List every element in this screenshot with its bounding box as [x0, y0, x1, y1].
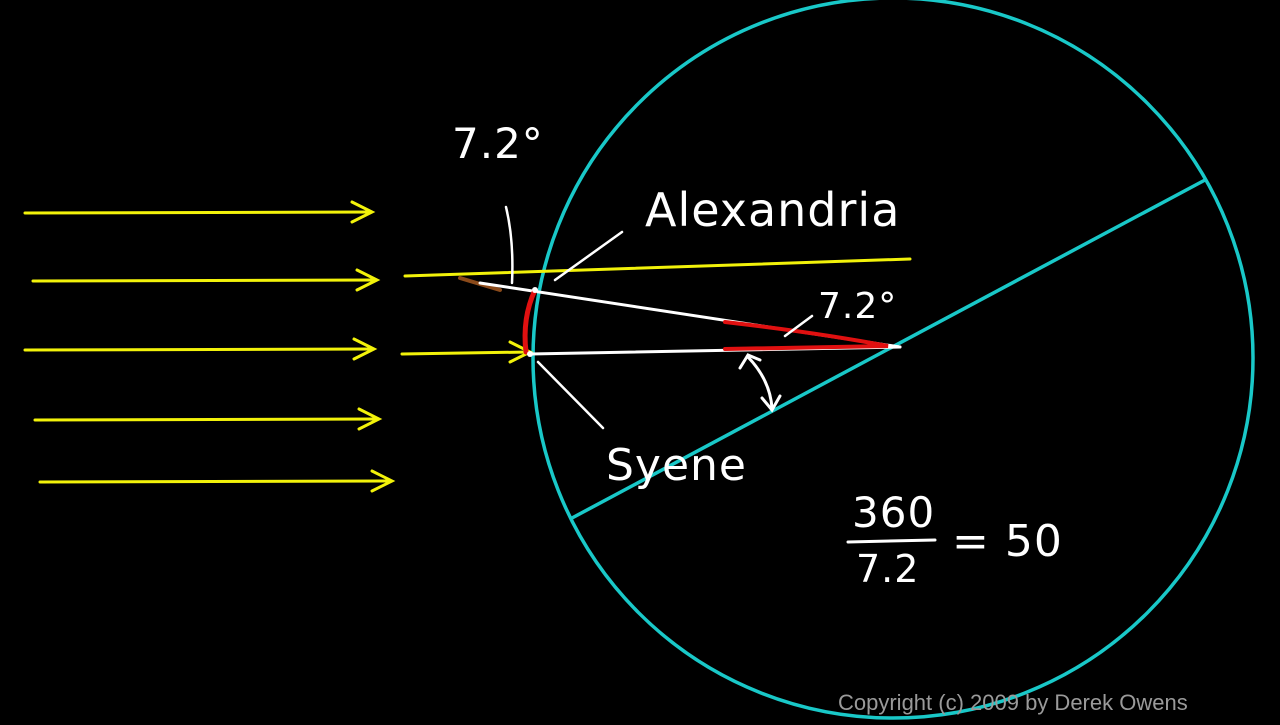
label-syene: Syene: [606, 440, 747, 491]
pointer-syene: [536, 360, 605, 430]
formula-numerator: 360: [852, 488, 935, 537]
label-angle-center: 7.2°: [818, 286, 897, 327]
copyright-notice: Copyright (c) 2009 by Derek Owens: [838, 690, 1188, 715]
pointer-angle-top: [504, 205, 514, 285]
earth-diameter-line: [571, 178, 1206, 520]
alexandria-point: [532, 287, 538, 293]
formula-result: = 50: [952, 516, 1063, 567]
formula-denominator: 7.2: [856, 547, 919, 591]
sun-ray-3: [23, 337, 378, 361]
sun-ray-syene: [400, 340, 534, 364]
arc-alexandria-syene: [522, 287, 538, 355]
label-alexandria: Alexandria: [645, 183, 900, 237]
formula-fraction-bar: [846, 538, 937, 544]
sun-ray-5: [38, 469, 396, 493]
center-angle-highlight: [723, 320, 889, 351]
sun-ray-alexandria: [403, 257, 912, 278]
sun-rays: [23, 200, 396, 493]
double-arrow-icon: [738, 353, 782, 413]
syene-point: [527, 351, 533, 357]
pointer-angle-center: [783, 314, 814, 338]
label-angle-top: 7.2°: [452, 119, 544, 168]
earth-circle: [531, 0, 1255, 720]
sun-ray-4: [33, 407, 383, 431]
sun-ray-1: [23, 200, 376, 224]
sun-ray-2: [31, 268, 381, 292]
formula: 360 7.2 = 50: [846, 488, 1063, 591]
pointer-alexandria: [553, 230, 624, 282]
